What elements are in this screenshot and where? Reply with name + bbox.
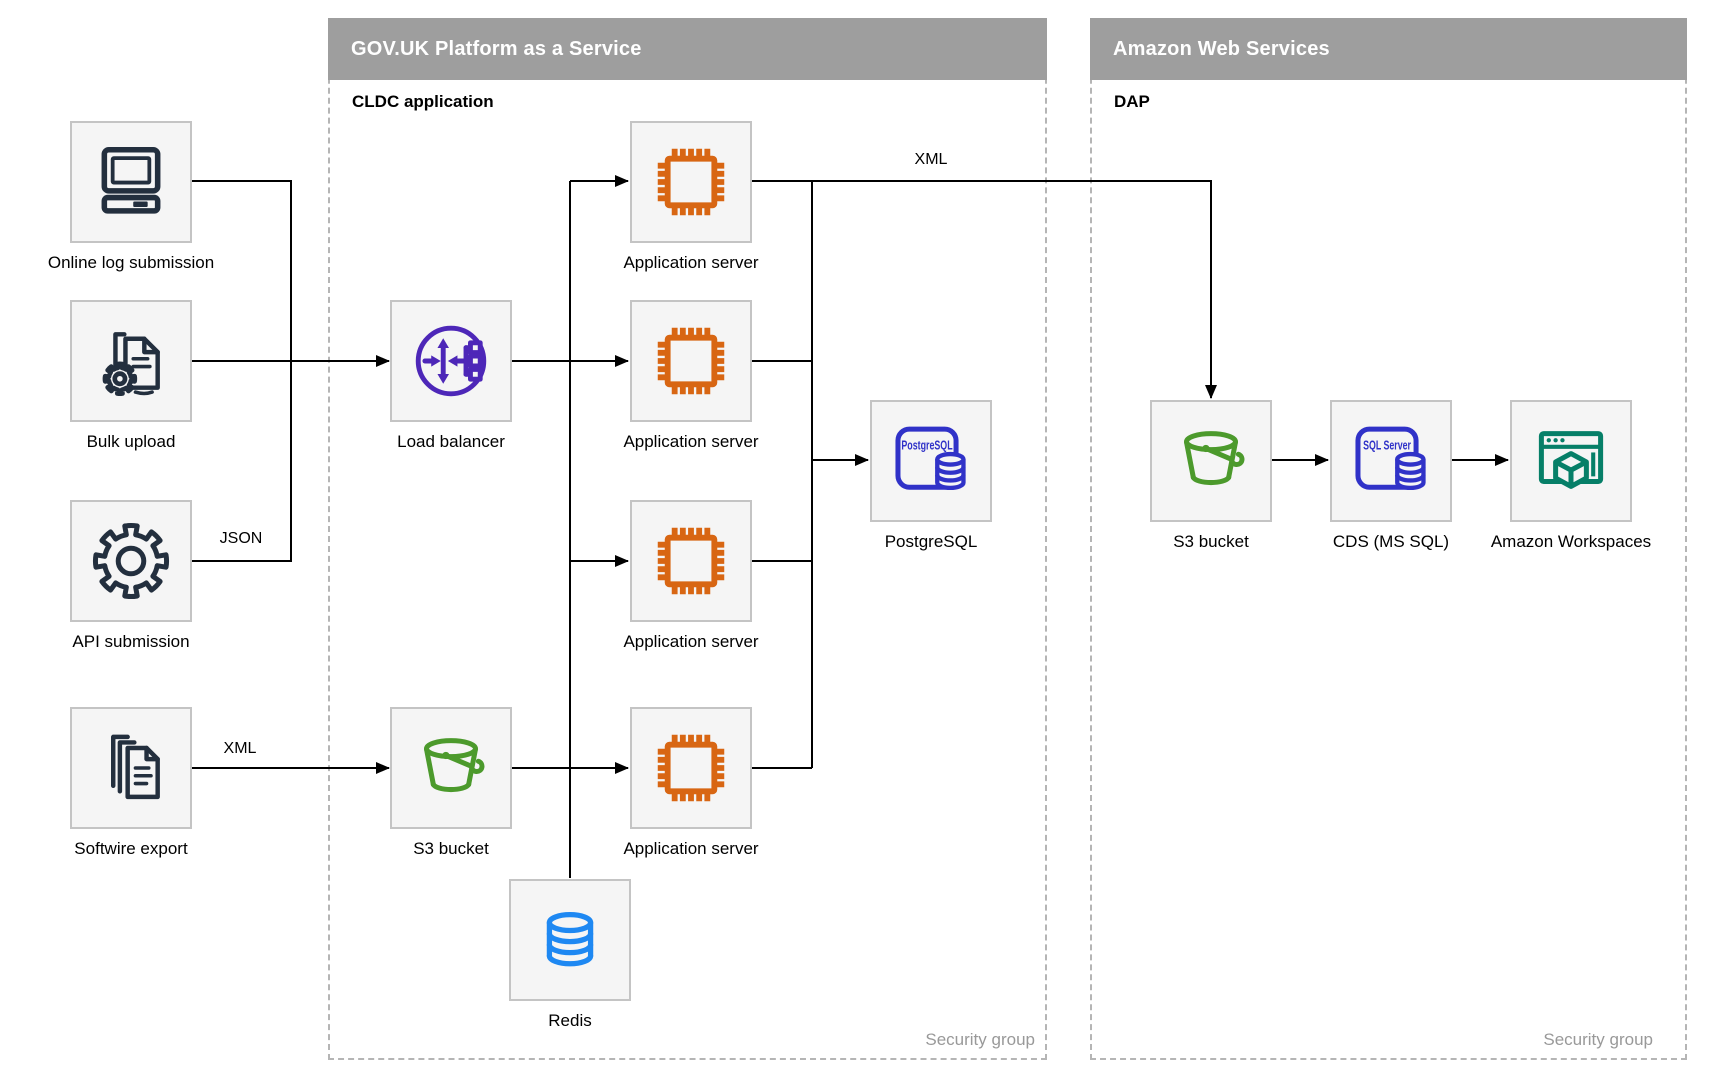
region-govuk-paas-header: GOV.UK Platform as a Service (328, 18, 1047, 80)
edge-label-xml-top: XML (914, 151, 948, 168)
region-aws-sublabel: DAP (1114, 92, 1150, 111)
node-aws-s3-bucket: S3 bucket (1150, 400, 1272, 551)
node-api-submission: API submission (70, 500, 192, 651)
node-label: CDS (MS SQL) (1332, 532, 1450, 551)
document-gear-icon (102, 332, 160, 397)
gear-icon (92, 522, 170, 600)
sql-server-badge-icon: SQL Server (1355, 426, 1426, 491)
node-label: Application server (623, 253, 759, 272)
region-govuk-paas-sublabel: CLDC application (352, 92, 494, 111)
node-postgresql: PostgreSQL PostgreSQL (870, 400, 992, 551)
node-label: Online log submission (47, 253, 215, 272)
node-paas-s3-bucket: S3 bucket (390, 707, 512, 858)
node-label: Amazon Workspaces (1490, 532, 1652, 551)
node-label: S3 bucket (413, 839, 489, 858)
node-application-server-4: Application server (623, 707, 759, 858)
node-label: PostgreSQL (884, 532, 978, 551)
region-govuk-paas: GOV.UK Platform as a Service CLDC applic… (328, 18, 1047, 1060)
node-application-server-1: Application server (623, 121, 759, 272)
node-label: Redis (548, 1011, 592, 1030)
edge-label-xml-softwire: XML (223, 740, 257, 757)
region-aws-title: Amazon Web Services (1113, 37, 1330, 60)
load-balancer-icon (415, 325, 487, 397)
s3-bucket-icon (1184, 431, 1245, 486)
node-load-balancer: Load balancer (390, 300, 512, 451)
postgresql-badge-icon: PostgreSQL (895, 426, 966, 491)
edge-load-balancer-trunk (511, 181, 571, 878)
node-label: API submission (72, 632, 190, 651)
node-redis: Redis (509, 879, 631, 1030)
node-label: S3 bucket (1173, 532, 1249, 551)
sql-server-icon-text: SQL Server (1363, 439, 1411, 453)
edge-app-to-aws-s3 (752, 180, 1217, 399)
s3-bucket-icon (424, 738, 485, 793)
desktop-computer-icon (101, 147, 161, 214)
edge-app-server-bus (752, 181, 813, 769)
chip-icon (657, 148, 725, 216)
node-cds-ms-sql: SQL Server CDS (MS SQL) (1330, 400, 1452, 551)
node-label: Application server (623, 632, 759, 651)
region-aws: Amazon Web Services DAP Security group (1090, 18, 1687, 1060)
node-label: Softwire export (74, 839, 188, 858)
node-label: Application server (623, 432, 759, 451)
document-stack-icon (111, 734, 160, 800)
region-aws-header: Amazon Web Services (1090, 18, 1687, 80)
node-label: Load balancer (397, 432, 505, 451)
postgresql-icon-text: PostgreSQL (901, 439, 952, 453)
node-application-server-2: Application server (623, 300, 759, 451)
region-aws-security-label: Security group (1543, 1030, 1653, 1049)
node-application-server-3: Application server (623, 500, 759, 651)
database-cylinder-icon (546, 912, 594, 967)
chip-icon (657, 327, 725, 395)
region-govuk-paas-title: GOV.UK Platform as a Service (351, 37, 642, 60)
workspaces-icon (1538, 431, 1604, 489)
chip-icon (657, 734, 725, 802)
region-govuk-paas-security-label: Security group (925, 1030, 1035, 1049)
edge-sources-merge (192, 180, 292, 562)
edge-label-json: JSON (219, 530, 263, 547)
chip-icon (657, 527, 725, 595)
node-label: Bulk upload (86, 432, 176, 451)
node-online-log-submission: Online log submission (48, 121, 214, 272)
node-amazon-workspaces: Amazon Workspaces (1491, 400, 1651, 551)
node-softwire-export: Softwire export (70, 707, 192, 858)
node-label: Application server (623, 839, 759, 858)
node-bulk-upload: Bulk upload (70, 300, 192, 451)
